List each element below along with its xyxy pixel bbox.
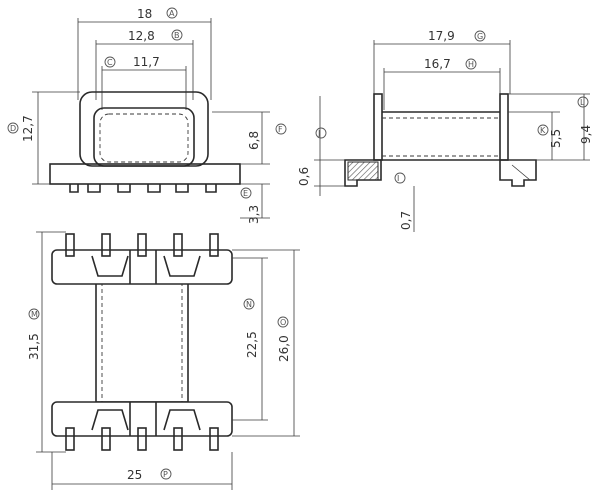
label-p-circle bbox=[160, 468, 172, 480]
label-m: M bbox=[31, 310, 38, 319]
label-c-circle bbox=[104, 56, 116, 68]
dim-flange-height: 6,8 bbox=[247, 131, 261, 150]
label-g-circle bbox=[474, 30, 486, 42]
dim-front-height: 12,7 bbox=[21, 115, 35, 142]
label-h-circle bbox=[465, 58, 477, 70]
dim-bottom-width: 25 bbox=[127, 468, 142, 482]
dim-pin-length-front: 3,3 bbox=[247, 205, 261, 224]
label-l: L bbox=[580, 98, 585, 107]
dim-side-width-inner: 16,7 bbox=[424, 57, 451, 71]
top-pin-row bbox=[65, 233, 219, 257]
dim-side-pin: 0,7 bbox=[399, 211, 413, 230]
label-m-circle bbox=[28, 308, 40, 320]
label-d: D bbox=[10, 124, 16, 133]
label-a-circle bbox=[166, 7, 178, 19]
dim-bottom-span-inner: 22,5 bbox=[245, 331, 259, 358]
dim-top-width-outer: 18 bbox=[137, 7, 152, 21]
label-c: C bbox=[107, 58, 113, 67]
label-n: N bbox=[246, 300, 252, 309]
bottom-view bbox=[36, 231, 300, 490]
label-b: B bbox=[174, 31, 180, 40]
label-e-circle bbox=[240, 187, 252, 199]
label-g: G bbox=[477, 32, 483, 41]
front-view bbox=[32, 18, 270, 219]
label-e: E bbox=[243, 189, 248, 198]
dim-side-width-outer: 17,9 bbox=[428, 29, 455, 43]
side-view bbox=[314, 40, 590, 232]
dim-side-height-outer: 9,4 bbox=[579, 125, 593, 144]
dim-side-height-inner: 5,5 bbox=[549, 129, 563, 148]
dim-side-base: 0,6 bbox=[297, 167, 311, 186]
label-a: A bbox=[169, 9, 175, 18]
label-f: F bbox=[278, 125, 283, 134]
label-k: K bbox=[540, 126, 546, 135]
label-f-circle bbox=[275, 123, 287, 135]
label-j: J bbox=[317, 129, 320, 138]
dim-bottom-span-outer: 26,0 bbox=[277, 335, 291, 362]
label-i: I bbox=[397, 174, 399, 183]
label-i-circle bbox=[394, 172, 406, 184]
bottom-pin-row bbox=[65, 427, 219, 451]
dim-top-width-inner: 11,7 bbox=[133, 55, 160, 69]
label-b-circle bbox=[171, 29, 183, 41]
label-j-circle bbox=[315, 127, 327, 139]
dim-top-width-mid: 12,8 bbox=[128, 29, 155, 43]
label-l-circle bbox=[577, 96, 589, 108]
label-k-circle bbox=[537, 124, 549, 136]
label-p: P bbox=[163, 470, 168, 479]
dim-bottom-height: 31,5 bbox=[27, 333, 41, 360]
label-h: H bbox=[468, 60, 474, 69]
label-o-circle bbox=[277, 316, 289, 328]
label-o: O bbox=[280, 318, 286, 327]
label-d-circle bbox=[7, 122, 19, 134]
label-n-circle bbox=[243, 298, 255, 310]
